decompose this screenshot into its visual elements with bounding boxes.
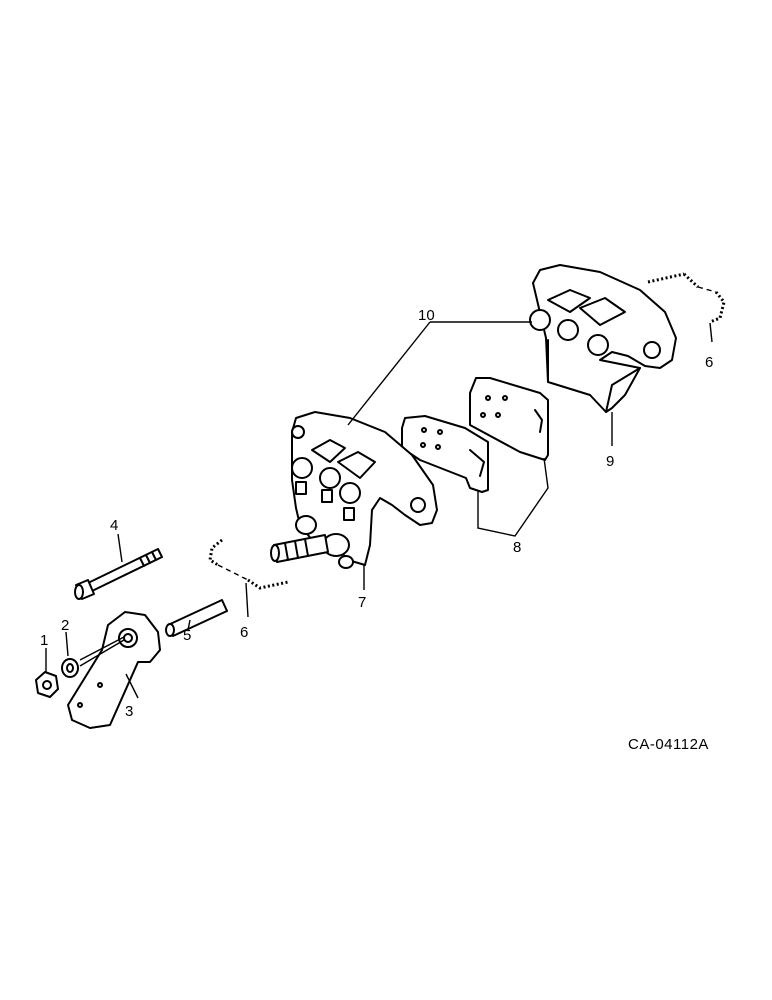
callout-6-rear: 6: [705, 354, 713, 371]
part-2-washer: [61, 658, 79, 678]
callout-2: 2: [61, 617, 69, 634]
callout-3: 3: [125, 703, 133, 720]
part-5-pin: [165, 599, 228, 637]
callout-7: 7: [358, 594, 366, 611]
callout-6-front: 6: [240, 624, 248, 641]
callout-1: 1: [40, 632, 48, 649]
part-1-nut: [35, 671, 59, 698]
part-8-brake-pads: [401, 377, 549, 493]
part-9-rear-caliper-housing: [529, 264, 677, 413]
part-6-spring-front: [208, 538, 289, 590]
callout-8: 8: [513, 539, 521, 556]
part-7-front-caliper-housing: [270, 411, 438, 569]
part-3-lever-arm: [67, 611, 161, 729]
leader-lines: [45, 321, 713, 699]
callout-10: 10: [418, 307, 435, 324]
part-6-spring-rear: [647, 272, 726, 324]
callout-4: 4: [110, 517, 118, 534]
callout-9: 9: [606, 453, 614, 470]
callout-numbers: 1 2 3 4 5 6 6 7 8 9 10: [40, 307, 713, 720]
drawing-code: CA-04112A: [628, 736, 709, 753]
callout-5: 5: [183, 627, 191, 644]
part-4-bolt: [74, 548, 163, 600]
